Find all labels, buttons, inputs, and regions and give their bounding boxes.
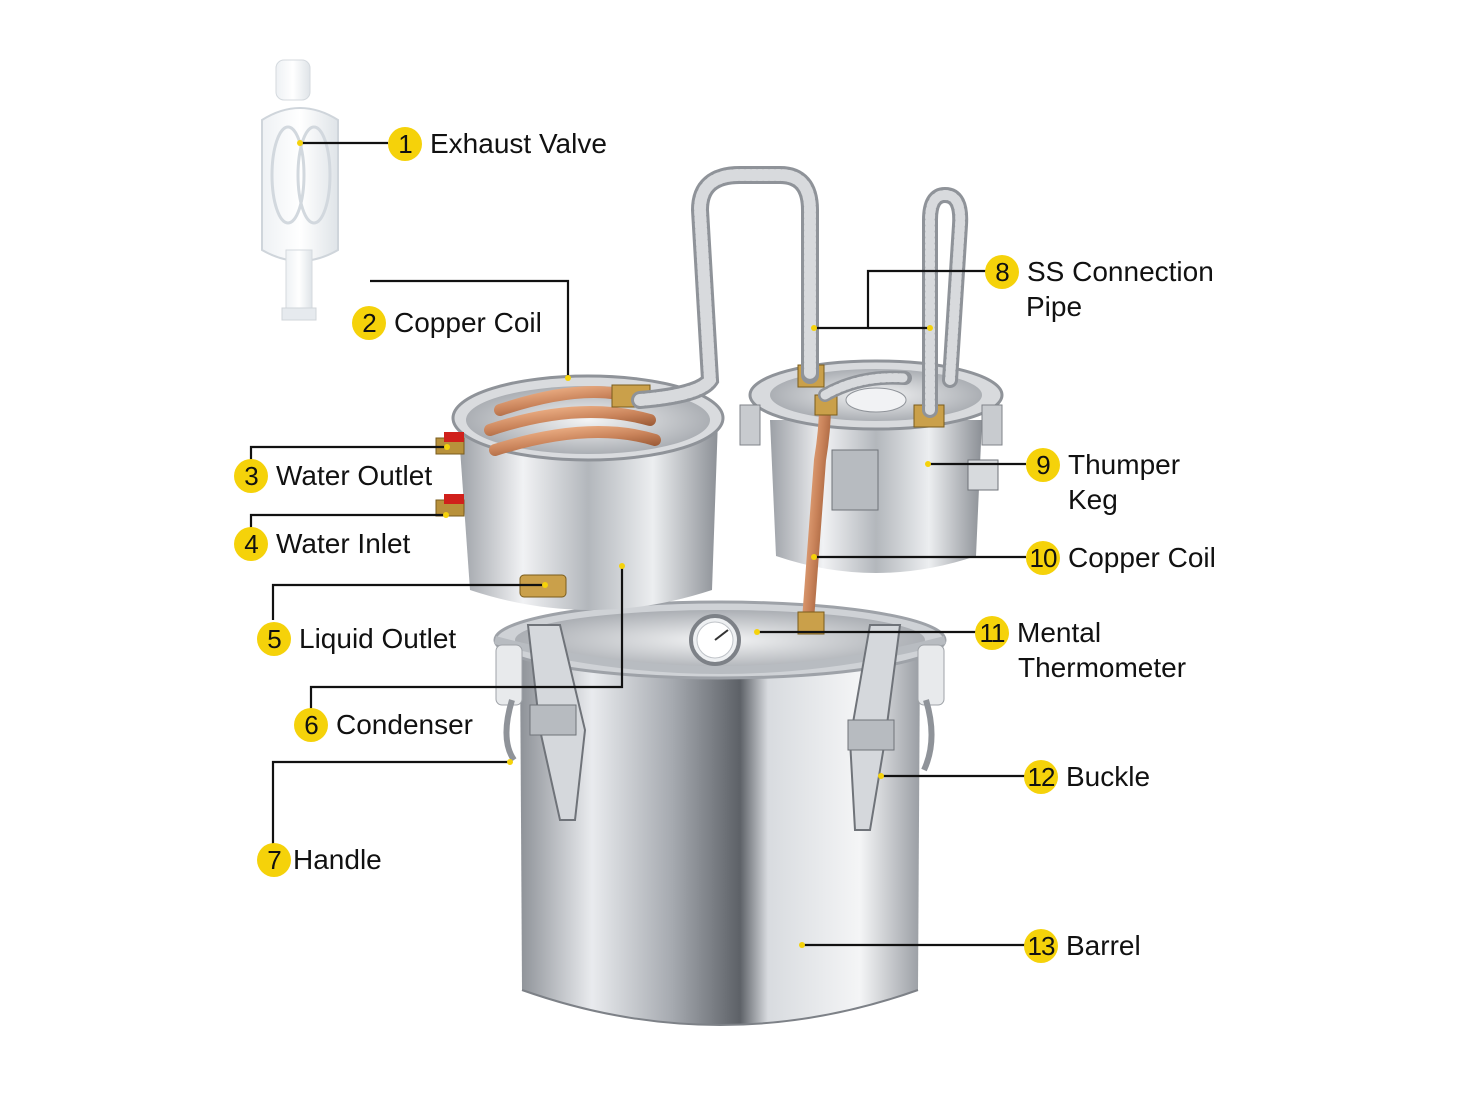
condenser-image (435, 374, 725, 610)
callout-number: 9 (1026, 447, 1060, 482)
callout-label: Copper Coil (394, 307, 542, 338)
callout-liquid-outlet: 5 Liquid Outlet (257, 621, 456, 656)
callout-label: Handle (293, 844, 382, 875)
callout-number: 6 (294, 707, 328, 742)
callout-label-line2: Thermometer (1018, 652, 1187, 683)
callout-label-line2: Keg (1068, 484, 1118, 515)
callout-thumper-keg: 9 Thumper (1026, 447, 1180, 482)
callout-label: Water Inlet (276, 528, 411, 559)
callout-exhaust-valve: 1 Exhaust Valve (388, 126, 607, 161)
callout-water-inlet: 4 Water Inlet (234, 526, 410, 561)
callout-number: 11 (975, 615, 1009, 650)
callout-label: Water Outlet (276, 460, 433, 491)
thumper-keg-image (739, 359, 1004, 573)
callout-water-outlet: 3 Water Outlet (234, 458, 432, 493)
callout-label: Exhaust Valve (430, 128, 607, 159)
callout-number: 8 (985, 254, 1019, 289)
callout-label-line2: Pipe (1026, 291, 1083, 322)
callout-copper-coil-condenser: 2 Copper Coil (352, 305, 542, 340)
callout-barrel: 13 Barrel (1024, 928, 1141, 963)
callout-label: Buckle (1066, 761, 1151, 792)
callout-thermometer: 11 Mental (975, 615, 1101, 650)
callout-number: 7 (257, 842, 291, 877)
callout-number: 3 (234, 458, 268, 493)
callout-number: 10 (1026, 540, 1060, 575)
callout-number: 2 (352, 305, 386, 340)
callout-label: Mental (1017, 617, 1102, 648)
callout-number: 1 (388, 126, 422, 161)
leader-dots (297, 140, 933, 948)
callout-label: Liquid Outlet (299, 623, 457, 654)
callout-label: Barrel (1066, 930, 1141, 961)
callout-number: 13 (1024, 928, 1058, 963)
leader-lines (249, 141, 1026, 947)
callout-copper-coil-pipe: 10 Copper Coil (1026, 540, 1216, 575)
thermometer-image (689, 614, 741, 666)
ss-connection-pipe-image (631, 166, 969, 418)
callout-label: Copper Coil (1068, 542, 1216, 573)
callout-buckle: 12 Buckle (1024, 759, 1150, 794)
callout-label: Thumper (1068, 449, 1181, 480)
callout-number: 4 (234, 526, 268, 561)
exhaust-valve-image (261, 59, 339, 321)
callout-label: SS Connection (1027, 256, 1214, 287)
callout-condenser: 6 Condenser (294, 707, 473, 742)
callout-handle: 7 Handle (257, 842, 382, 877)
callout-ss-connection-pipe: 8 SS Connection (985, 254, 1214, 289)
callout-number: 12 (1024, 759, 1058, 794)
callout-number: 5 (257, 621, 291, 656)
callout-label: Condenser (336, 709, 473, 740)
